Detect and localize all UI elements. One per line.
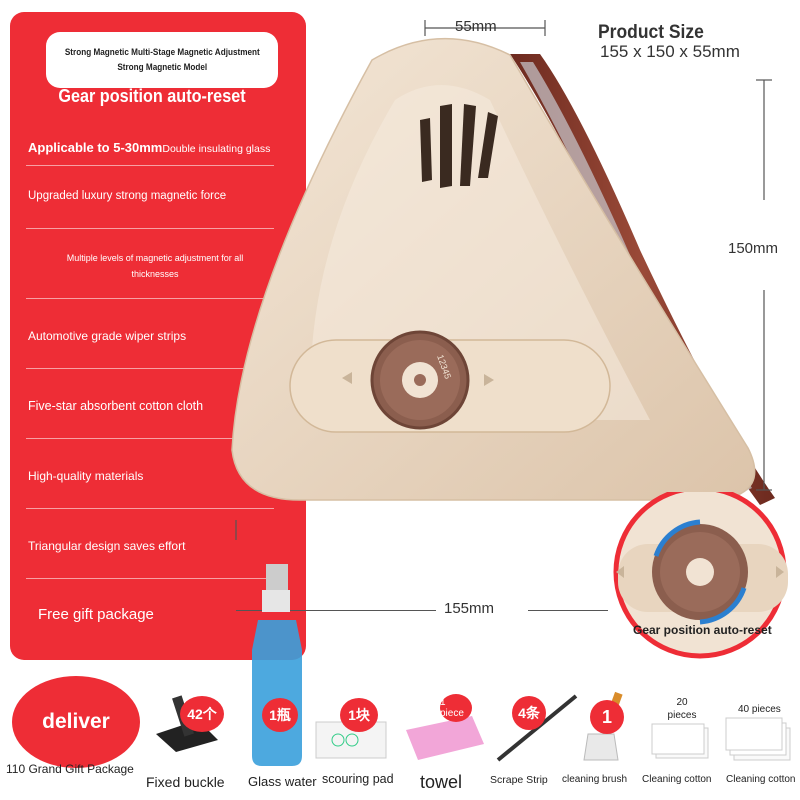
panel-header-line2: Strong Magnetic Model [117,62,207,73]
qty-label: 40 pieces [738,704,781,715]
qty-badge: 1 piece [440,694,472,722]
dimension-lines [235,20,772,540]
divider [26,438,274,439]
spray-bottle-icon [252,564,302,766]
feature-glass-range: Applicable to 5-30mmDouble insulating gl… [28,140,271,155]
feature-materials: High-quality materials [28,469,144,483]
dimension-width: 155mm [444,600,495,617]
gift-label-fixed-buckle: Fixed buckle [146,774,225,790]
feature-magnetic-levels: Multiple levels of magnetic adjustment f… [66,253,244,279]
divider [26,298,274,299]
deliver-badge: deliver [12,676,140,768]
gift-package-label: 110 Grand Gift Package [6,762,134,776]
feature-free-gift: Free gift package [38,606,154,623]
rotate-arrow-icon [653,519,701,557]
gift-label-towel: towel [420,772,463,792]
panel-header-card: Strong Magnetic Multi-Stage Magnetic Adj… [46,32,278,88]
arrow-left-icon [342,372,352,384]
feature-magnetic-force: Upgraded luxury strong magnetic force [28,190,227,202]
panel-header-line1: Strong Magnetic Multi-Stage Magnetic Adj… [64,47,260,58]
panel-title: Gear position auto-reset [58,86,246,106]
gift-label-cleaning-cotton-20: Cleaning cotton [642,774,712,785]
feature-double-glass: Double insulating glass [162,143,271,155]
cleaning-cotton-icon [725,717,791,761]
rotate-arrow-icon [699,587,747,625]
cleaning-cotton-icon [651,723,709,759]
gift-label-cleaning-cotton-40: Cleaning cotton [726,774,796,785]
feature-triangular: Triangular design saves effort [28,539,186,553]
dimension-width-line-left [236,610,436,611]
qty-badge: 1瓶 [262,698,298,732]
dimension-height: 150mm [728,240,779,257]
gift-label-cleaning-brush: cleaning brush [562,774,628,785]
vent-slots [420,104,498,188]
feature-cotton-cloth: Five-star absorbent cotton cloth [28,399,204,413]
gift-label-glass-water: Glass water [248,774,317,789]
size-value: 155 x 150 x 55mm [600,42,740,61]
divider [26,228,274,229]
qty-badge: 1 [590,700,624,734]
feature-wiper-strips: Automotive grade wiper strips [28,329,187,343]
size-title: Product Size [598,22,704,43]
dimension-width-line-right [528,610,608,611]
qty-badge: 4条 [512,696,546,730]
arrow-right-icon [484,374,494,386]
qty-label: 20 pieces [667,697,697,721]
inset-caption: Gear position auto-reset [633,623,772,637]
gift-label-scrape-strip: Scrape Strip [490,774,548,786]
window-cleaner-illustration: 12345 [231,20,775,540]
towel-icon [406,716,484,760]
qty-badge: 42个 [180,696,224,732]
body-highlight [310,85,650,420]
divider [26,368,274,369]
gear-dial[interactable]: 12345 [370,330,470,430]
qty-badge: 1块 [340,698,378,732]
dial-inset [613,492,788,659]
divider [26,165,274,166]
divider [26,508,274,509]
divider [26,578,274,579]
gift-label-scouring-pad: scouring pad [322,772,394,786]
dimension-depth: 55mm [455,18,497,35]
deliver-label: deliver [42,710,110,733]
